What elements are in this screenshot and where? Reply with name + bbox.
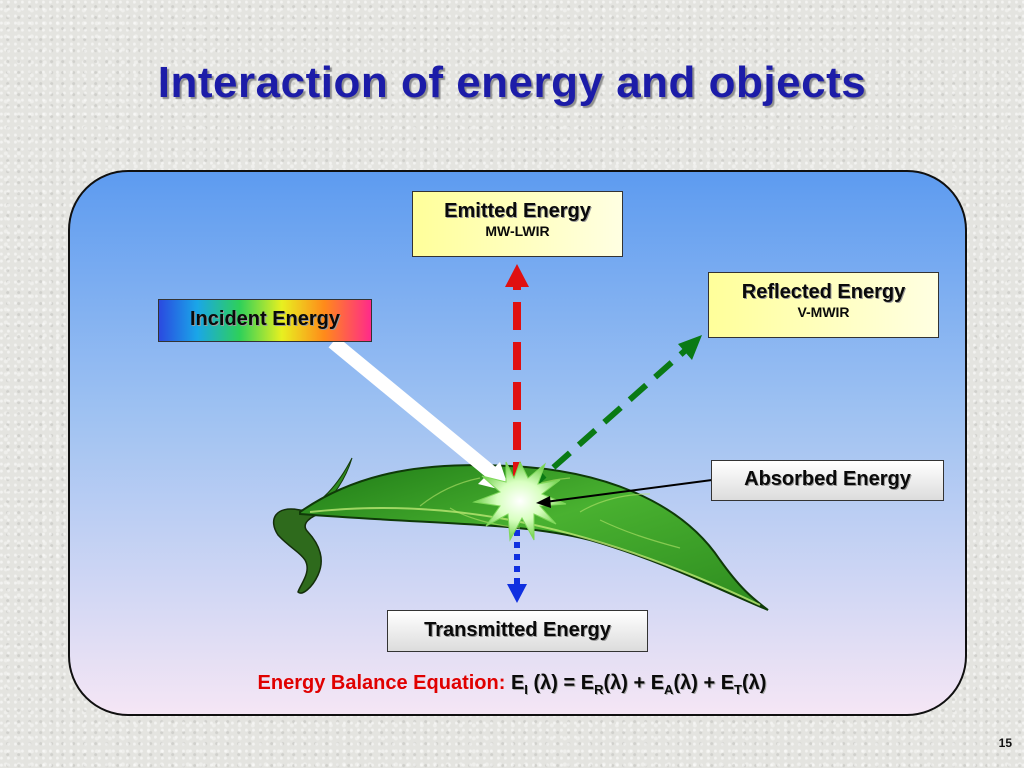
leaf-midrib (309, 506, 761, 606)
energy-balance-equation: Energy Balance Equation: EI (λ) = ER(λ) … (0, 672, 1024, 697)
reflected-energy-band: V-MWIR (797, 304, 850, 320)
incident-energy-label: Incident Energy (158, 299, 372, 342)
incident-energy-title: Incident Energy (189, 308, 341, 330)
emitted-energy-label: Emitted Energy MW-LWIR (412, 191, 623, 257)
absorbed-energy-label: Absorbed Energy (711, 460, 944, 501)
absorbed-pointer (544, 479, 713, 503)
page-number: 15 (998, 736, 1012, 750)
reflected-energy-title: Reflected Energy (741, 281, 906, 303)
emitted-energy-title: Emitted Energy (444, 200, 591, 222)
transmitted-energy-title: Transmitted Energy (424, 619, 611, 641)
transmitted-energy-label: Transmitted Energy (387, 610, 648, 652)
energy-burst-icon (472, 460, 567, 542)
equation-prefix: Energy Balance Equation: (257, 672, 506, 694)
equation-formula: EI (λ) = ER(λ) + EA(λ) + ET(λ) (510, 672, 767, 697)
incident-arrow (328, 336, 503, 484)
reflected-arrow (526, 345, 690, 493)
leaf-stem (272, 508, 326, 594)
absorbed-energy-title: Absorbed Energy (744, 468, 911, 490)
reflected-energy-label: Reflected Energy V-MWIR (708, 272, 939, 338)
slide-title: Interaction of energy and objects (157, 58, 867, 107)
emitted-energy-band: MW-LWIR (485, 223, 550, 239)
